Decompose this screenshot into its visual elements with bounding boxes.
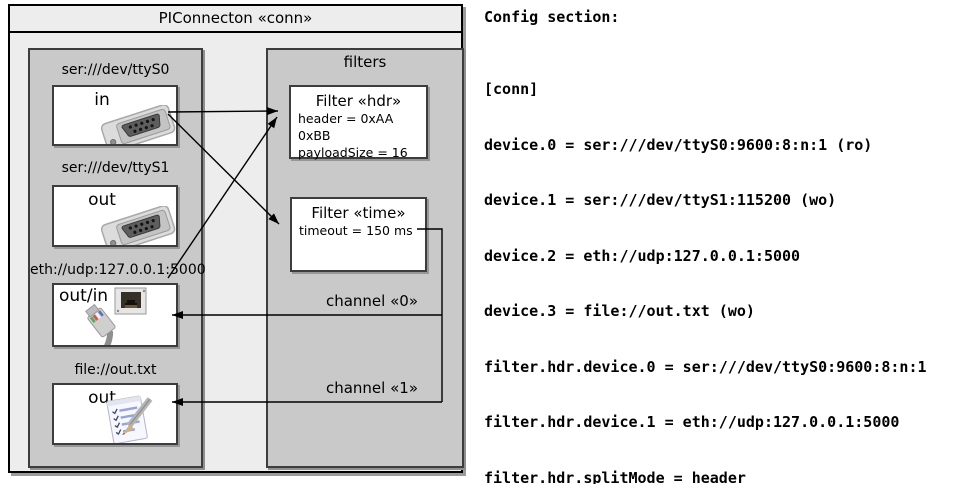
filter-time-box: Filter «time» timeout = 150 ms bbox=[290, 197, 427, 272]
ethernet-cable-icon bbox=[85, 303, 116, 345]
config-line: device.2 = eth://udp:127.0.0.1:5000 bbox=[484, 246, 801, 265]
filter-time-param-timeout: timeout = 150 ms bbox=[299, 223, 413, 238]
filter-hdr-box: Filter «hdr» header = 0xAA 0xBB payloadS… bbox=[289, 85, 428, 160]
devices-panel: ser:///dev/ttyS0 in ser bbox=[28, 48, 206, 468]
device-box-ttys1: out bbox=[52, 185, 178, 247]
filters-title: filters bbox=[343, 53, 387, 71]
filter-hdr-title: Filter «hdr» bbox=[315, 92, 402, 110]
port-label: out/in bbox=[59, 286, 109, 306]
channel-0-label: channel «0» bbox=[325, 292, 418, 310]
channel-1-label: channel «1» bbox=[325, 379, 418, 397]
config-line: filter.hdr.device.1 = eth://udp:127.0.0.… bbox=[484, 413, 900, 431]
device-label-ttys1: ser:///dev/ttyS1 bbox=[61, 160, 170, 176]
filter-hdr-param-header: header = 0xAA 0xBB bbox=[298, 111, 394, 143]
diagram-title: PIConnecton «conn» bbox=[10, 6, 461, 33]
config-line: device.1 = ser:///dev/ttyS1:115200 (wo) bbox=[484, 191, 837, 209]
ethernet-jack-icon bbox=[114, 287, 147, 315]
serial-connector-icon bbox=[100, 206, 176, 245]
device-box-eth: out/in bbox=[52, 283, 178, 347]
config-line: [conn] bbox=[484, 80, 539, 98]
serial-connector-icon bbox=[100, 105, 176, 144]
filter-time-title: Filter «time» bbox=[311, 204, 406, 222]
device-box-file: out bbox=[52, 383, 178, 445]
config-line: filter.hdr.device.0 = ser:///dev/ttyS0:9… bbox=[484, 357, 927, 376]
config-line: filter.hdr.splitMode = header bbox=[484, 468, 746, 484]
config-line: device.0 = ser:///dev/ttyS0:9600:8:n:1 (… bbox=[484, 135, 873, 154]
device-label-file: file://out.txt bbox=[74, 362, 157, 378]
device-box-ttys0: in bbox=[52, 85, 178, 146]
notepad-icon bbox=[106, 395, 153, 443]
port-label: out bbox=[88, 190, 116, 210]
config-section: [conn] device.0 = ser:///dev/ttyS0:9600:… bbox=[484, 43, 936, 484]
device-label-eth: eth://udp:127.0.0.1:5000 bbox=[30, 262, 206, 278]
config-heading: Config section: bbox=[484, 8, 620, 26]
config-line: device.3 = file://out.txt (wo) bbox=[484, 302, 755, 320]
filters-panel: filters Filter «hdr» header = 0xAA 0xBB … bbox=[266, 48, 464, 468]
piconnection-box: PIConnecton «conn» ser:///dev/ttyS0 in bbox=[8, 4, 464, 473]
filter-hdr-param-payloadsize: payloadSize = 16 bbox=[298, 145, 408, 160]
device-label-ttys0: ser:///dev/ttyS0 bbox=[61, 62, 170, 78]
port-label: in bbox=[94, 90, 110, 110]
